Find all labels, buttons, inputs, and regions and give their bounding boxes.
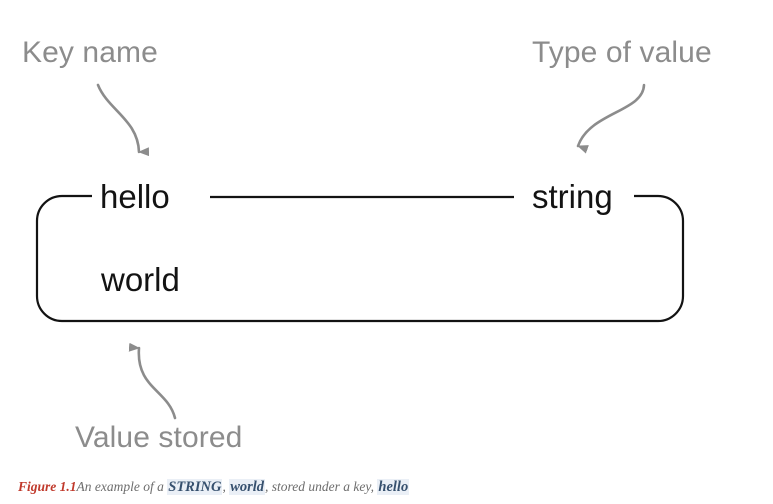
box-left-wall xyxy=(35,194,63,323)
figure-caption-part-3: , stored under a key, xyxy=(265,479,378,494)
figure-caption-code-world: world xyxy=(229,479,266,495)
curved-arrow-up-icon-value xyxy=(128,342,177,420)
figure-caption-part-1: An example of a xyxy=(76,479,168,494)
figure-caption: Figure 1.1An example of a STRING, world,… xyxy=(18,478,758,496)
annotation-label-value-stored: Value stored xyxy=(75,421,243,454)
figure-caption-code-string: STRING xyxy=(167,479,223,495)
entry-key-name: hello xyxy=(100,178,170,215)
curved-arrow-down-icon-key xyxy=(96,83,150,157)
figure-caption-code-hello: hello xyxy=(377,479,410,495)
entry-value-type: string xyxy=(532,178,613,215)
annotation-label-key-name: Key name xyxy=(22,36,158,69)
annotation-label-type-of-value: Type of value xyxy=(532,36,712,69)
figure-caption-number: Figure 1.1 xyxy=(18,479,77,494)
figure-caption-part-2: , xyxy=(222,479,230,494)
box-right-wall xyxy=(656,194,685,323)
entry-value: world xyxy=(101,261,180,298)
curved-arrow-down-left-icon-type xyxy=(576,83,646,154)
entry-container-outline xyxy=(35,194,685,323)
